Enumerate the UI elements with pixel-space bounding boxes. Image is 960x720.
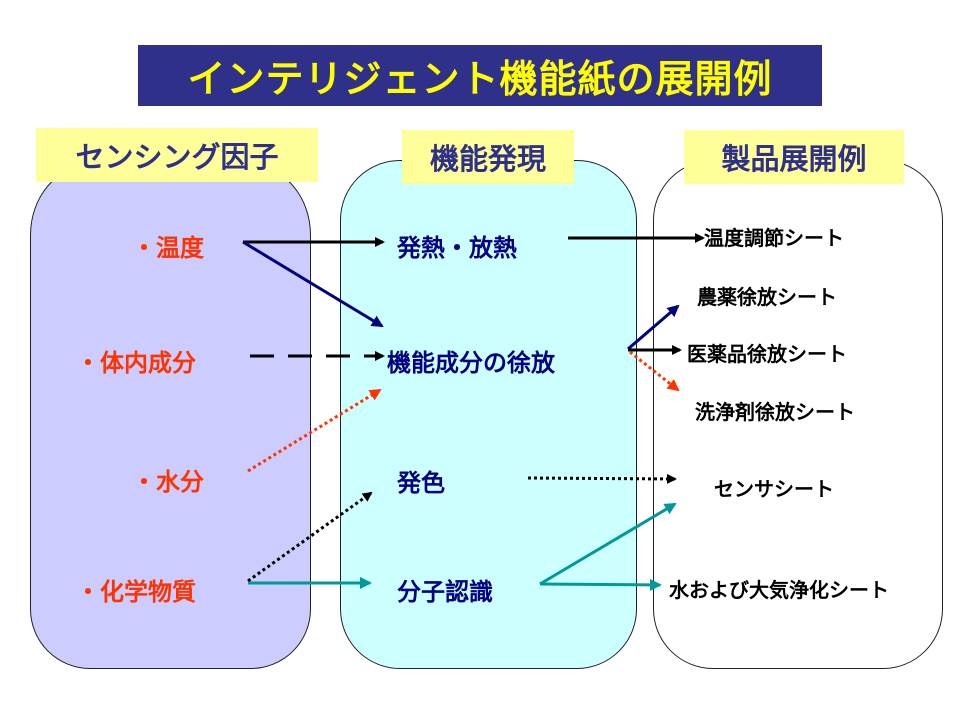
function-heat: 発熱・放熱 bbox=[397, 234, 517, 262]
product-medicine-sheet: 医薬品徐放シート bbox=[687, 342, 847, 366]
product-pesticide-sheet: 農薬徐放シート bbox=[697, 285, 837, 309]
title-banner: インテリジェント機能紙の展開例 bbox=[138, 45, 822, 106]
sensing-header: センシング因子 bbox=[36, 128, 318, 182]
product-sensor-sheet: センサシート bbox=[714, 477, 834, 501]
factor-body-component: ・体内成分 bbox=[76, 349, 196, 377]
function-release: 機能成分の徐放 bbox=[387, 349, 555, 377]
page-title: インテリジェント機能紙の展開例 bbox=[187, 57, 773, 101]
factor-temperature: ・温度 bbox=[132, 234, 204, 262]
factor-chemical: ・化学物質 bbox=[76, 578, 196, 606]
product-temperature-sheet: 温度調節シート bbox=[704, 226, 844, 250]
product-detergent-sheet: 洗浄剤徐放シート bbox=[695, 400, 855, 424]
product-purification-sheet: 水および大気浄化シート bbox=[669, 578, 889, 602]
function-recognition: 分子認識 bbox=[397, 578, 493, 606]
function-color: 発色 bbox=[397, 469, 445, 497]
products-header: 製品展開例 bbox=[684, 130, 904, 184]
factor-moisture: ・水分 bbox=[132, 468, 204, 496]
products-panel bbox=[653, 160, 943, 669]
function-header: 機能発現 bbox=[402, 130, 574, 184]
